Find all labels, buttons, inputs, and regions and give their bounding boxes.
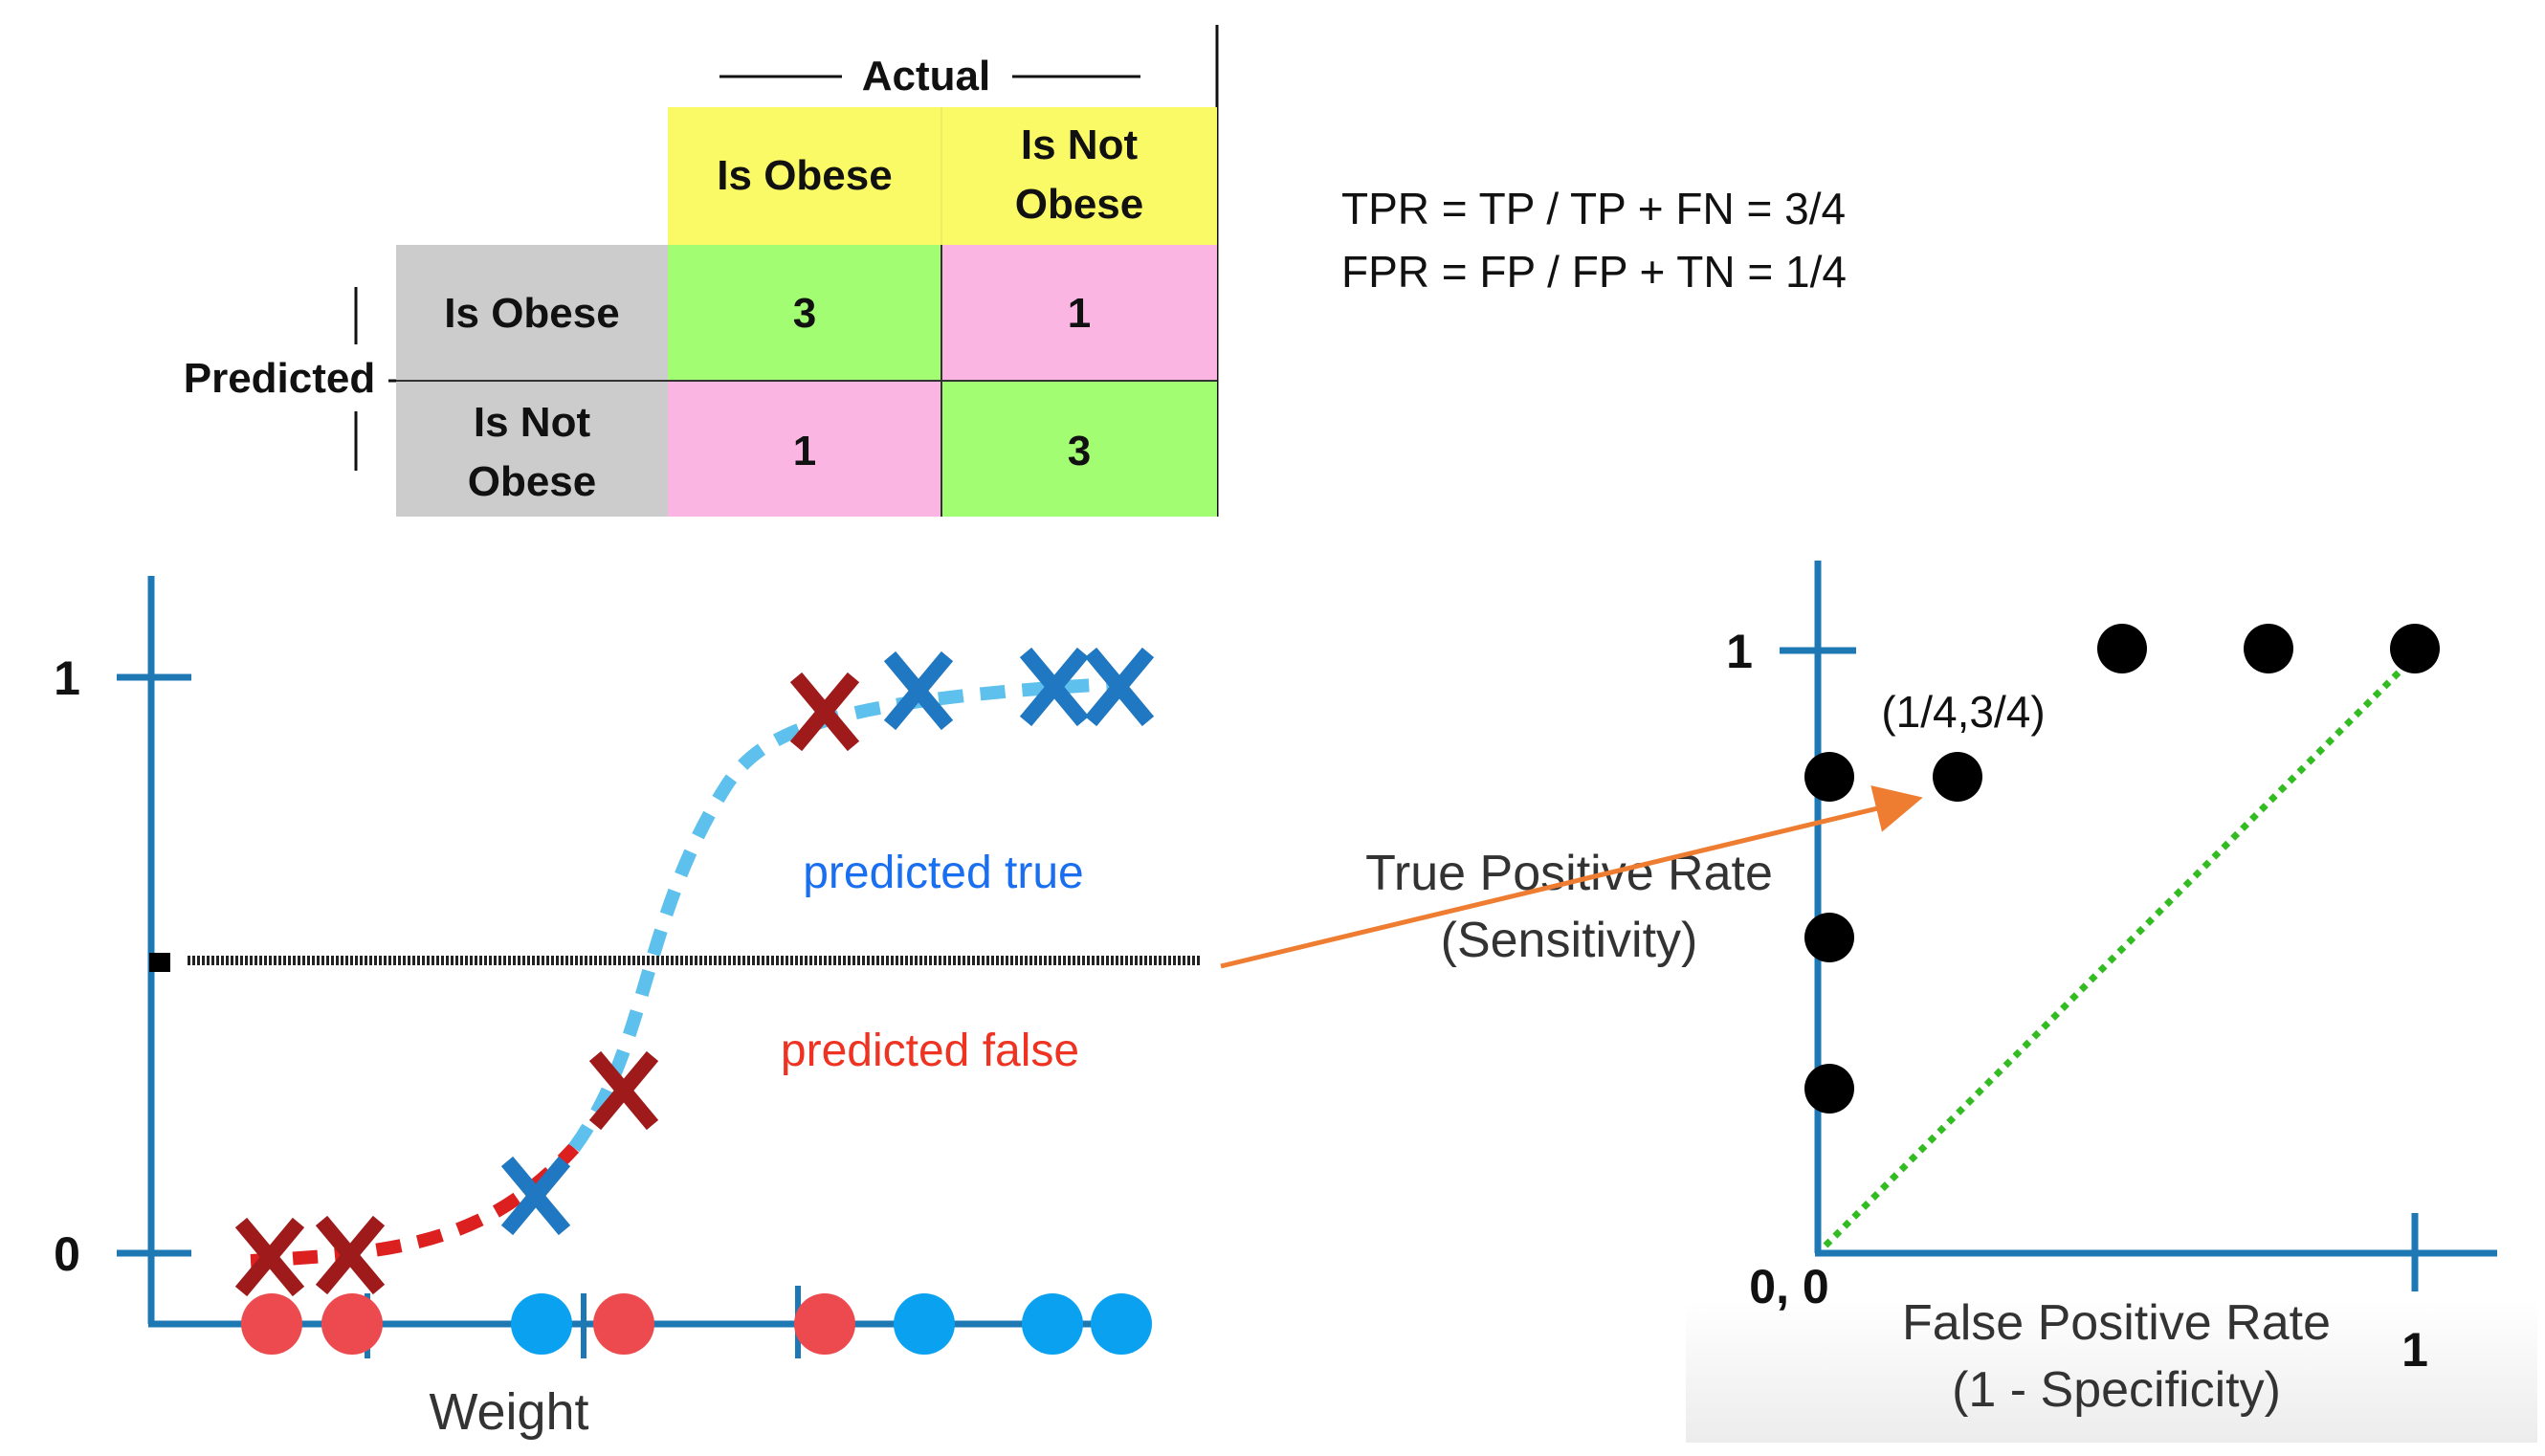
roc-x-axis-label-line2: (1 - Specificity): [1952, 1362, 2281, 1418]
logistic-x-axis-label: Weight: [429, 1383, 588, 1441]
obese-sample-x: [588, 1050, 659, 1131]
row-header-is-obese: [396, 245, 668, 381]
col-header-label: Is Obese: [717, 152, 892, 199]
roc-point: [2390, 624, 2440, 673]
not-obese-sample-dot: [1091, 1293, 1152, 1355]
roc-bottom-panel: [1686, 1301, 2537, 1443]
obese-sample-dot: [593, 1293, 654, 1355]
roc-point: [1933, 752, 1982, 802]
roc-x-axis-label-line1: False Positive Rate: [1902, 1295, 2331, 1351]
logistic-y-tick-label-1: 1: [54, 651, 80, 705]
cell-true-negative: [941, 381, 1217, 517]
cell-value: 1: [793, 428, 816, 474]
obese-sample-dot: [241, 1293, 302, 1355]
not-obese-sample-x: [1084, 647, 1155, 727]
obese-sample-x: [315, 1215, 386, 1295]
not-obese-sample-dot: [894, 1293, 955, 1355]
cell-value: 3: [793, 290, 816, 337]
roc-plot: 1 0, 0 1 True Positive Rate (Sensitivity…: [1365, 561, 2537, 1443]
fpr-formula: FPR = FP / FP + TN = 1/4: [1341, 247, 1847, 297]
logistic-plot: 1 0 Weight predicted true predicted fals…: [25, 524, 1322, 1448]
roc-point: [1804, 913, 1854, 962]
roc-y-axis-label-line1: True Positive Rate: [1365, 846, 1773, 901]
obese-sample-dot: [321, 1293, 383, 1355]
threshold-marker: [149, 953, 170, 972]
roc-point: [2244, 624, 2293, 673]
roc-x-tick-label: 1: [2401, 1323, 2428, 1377]
tpr-formula: TPR = TP / TP + FN = 3/4: [1341, 184, 1846, 233]
roc-origin-label: 0, 0: [1749, 1260, 1828, 1313]
obese-sample-x: [789, 672, 860, 752]
col-header-is-obese: [668, 107, 941, 245]
obese-sample-x: [234, 1217, 305, 1297]
logistic-data-marks: [234, 647, 1155, 1355]
cell-false-negative: [668, 381, 941, 517]
not-obese-sample-x: [883, 651, 954, 731]
cell-false-positive: [941, 245, 1217, 381]
row-header-is-not-obese: [396, 381, 668, 517]
row-header-label: Is Obese: [444, 290, 619, 337]
actual-axis-label: Actual: [862, 53, 990, 99]
obese-sample-dot: [794, 1293, 855, 1355]
threshold-to-roc-arrow: [1220, 785, 1923, 969]
rate-formulas: TPR = TP / TP + FN = 3/4 FPR = FP / FP +…: [1341, 184, 1847, 297]
not-obese-sample-dot: [511, 1293, 572, 1355]
not-obese-sample-dot: [1022, 1293, 1083, 1355]
not-obese-sample-x: [500, 1156, 571, 1236]
roc-point: [1804, 1064, 1854, 1114]
cell-value: 3: [1068, 428, 1091, 474]
roc-data-marks: [1804, 624, 2440, 1114]
predicted-axis-label: Predicted: [184, 355, 376, 402]
roc-y-axis-label-line2: (Sensitivity): [1441, 913, 1698, 968]
roc-point: [1804, 752, 1854, 802]
label-predicted-true: predicted true: [803, 848, 1084, 898]
cell-true-positive: [668, 245, 941, 381]
label-predicted-false: predicted false: [781, 1026, 1079, 1076]
roc-point-annotation: (1/4,3/4): [1881, 687, 2045, 737]
roc-point: [2097, 624, 2147, 673]
col-header-is-not-obese: [941, 107, 1217, 245]
logistic-y-tick-label-0: 0: [54, 1227, 80, 1281]
roc-y-tick-label: 1: [1726, 625, 1753, 678]
not-obese-sample-x: [1019, 647, 1090, 727]
roc-random-diagonal: [1823, 653, 2418, 1248]
cell-value: 1: [1068, 290, 1091, 337]
